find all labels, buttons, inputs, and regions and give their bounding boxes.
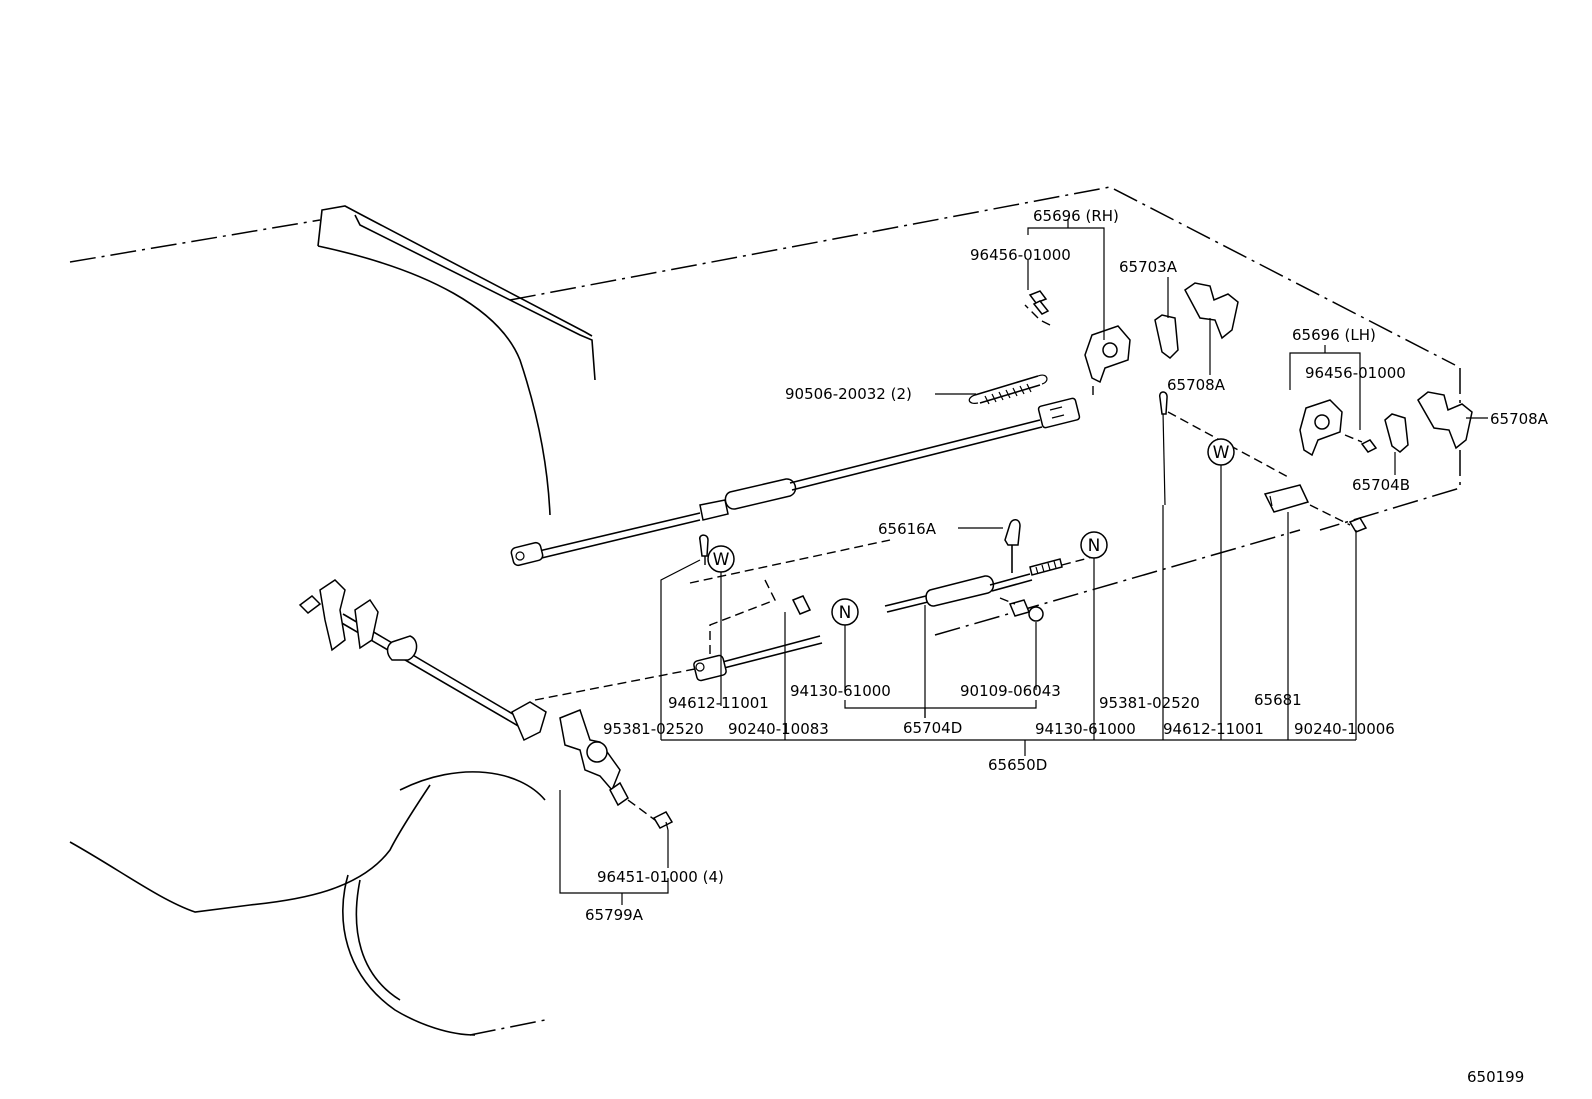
label-65799a: 65799A bbox=[585, 906, 644, 924]
lh-bracket-group bbox=[1299, 391, 1473, 457]
label-65681: 65681 bbox=[1254, 691, 1302, 709]
label-94130-right: 94130-61000 bbox=[1035, 720, 1136, 738]
label-65616a: 65616A bbox=[878, 520, 937, 538]
circle-markers bbox=[707, 438, 1235, 626]
label-65703a: 65703A bbox=[1119, 258, 1178, 276]
marker-n-left: N bbox=[839, 603, 852, 623]
label-94612-left: 94612-11001 bbox=[668, 694, 769, 712]
rh-bracket-group bbox=[1024, 282, 1239, 396]
lever-rod-assembly bbox=[298, 579, 701, 831]
label-94130-left: 94130-61000 bbox=[790, 682, 891, 700]
label-65696-lh: 65696 (LH) bbox=[1292, 326, 1376, 344]
marker-n-right: N bbox=[1088, 536, 1101, 556]
label-90240-left: 90240-10083 bbox=[728, 720, 829, 738]
diagram-id: 650199 bbox=[1467, 1068, 1524, 1086]
middle-cable bbox=[689, 519, 1101, 622]
label-65650d: 65650D bbox=[988, 756, 1047, 774]
upper-cable bbox=[510, 397, 1081, 567]
label-90240-right: 90240-10006 bbox=[1294, 720, 1395, 738]
label-65704b: 65704B bbox=[1352, 476, 1410, 494]
label-95381-left: 95381-02520 bbox=[603, 720, 704, 738]
label-95381-right: 95381-02520 bbox=[1099, 694, 1200, 712]
part-labels: 65696 (RH) 96456-01000 65703A 65708A 905… bbox=[585, 207, 1549, 1086]
return-spring bbox=[968, 374, 1048, 405]
vehicle-outline bbox=[69, 186, 1461, 1036]
marker-w-left: W bbox=[713, 550, 730, 570]
label-65704d: 65704D bbox=[903, 719, 962, 737]
label-65708a-lh: 65708A bbox=[1490, 410, 1549, 428]
label-94612-right: 94612-11001 bbox=[1163, 720, 1264, 738]
left-clevis-cable bbox=[693, 534, 823, 682]
label-65708a-rh: 65708A bbox=[1167, 376, 1226, 394]
label-96456-rh: 96456-01000 bbox=[970, 246, 1071, 264]
marker-w-right: W bbox=[1213, 443, 1230, 463]
right-hardware bbox=[1159, 391, 1368, 533]
label-90109: 90109-06043 bbox=[960, 682, 1061, 700]
label-96451: 96451-01000 (4) bbox=[597, 868, 724, 886]
leader-lines bbox=[559, 219, 1488, 905]
label-96456-lh: 96456-01000 bbox=[1305, 364, 1406, 382]
label-65696-rh: 65696 (RH) bbox=[1033, 207, 1119, 225]
label-90506: 90506-20032 (2) bbox=[785, 385, 912, 403]
